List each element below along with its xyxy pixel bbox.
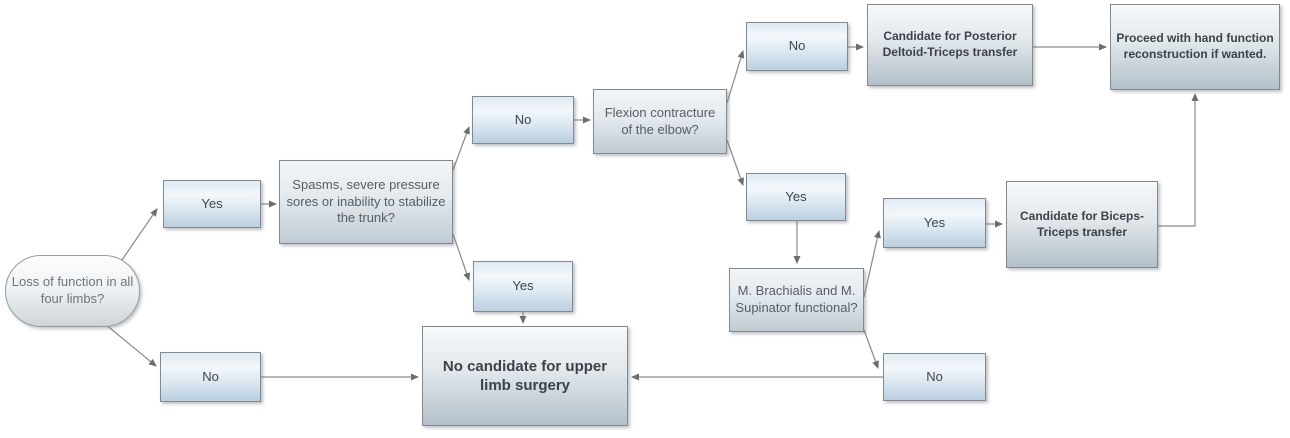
result-posterior-deltoid-triceps-transfer: Candidate for Posterior Deltoid-Triceps … — [867, 4, 1033, 86]
branch-yes-to-biceps-transfer: Yes — [883, 198, 986, 248]
start-node-loss-of-function: Loss of function in all four limbs? — [5, 255, 140, 327]
result-proceed-hand-reconstruction: Proceed with hand function reconstructio… — [1110, 4, 1280, 90]
branch-yes-to-no-candidate: Yes — [473, 261, 573, 312]
question-spasms-pressure-sores: Spasms, severe pressure sores or inabili… — [279, 160, 453, 244]
result-biceps-triceps-transfer: Candidate for Biceps-Triceps transfer — [1006, 181, 1158, 268]
question-flexion-contracture: Flexion contracture of the elbow? — [593, 89, 727, 154]
branch-yes-spasms: Yes — [163, 180, 261, 228]
branch-no-to-flexion: No — [472, 96, 574, 144]
branch-no-to-no-candidate-right: No — [883, 353, 986, 401]
branch-no-to-posterior-transfer: No — [746, 22, 848, 71]
question-brachialis-supinator-functional: M. Brachialis and M. Supinator functiona… — [729, 268, 864, 332]
branch-yes-to-brachialis: Yes — [746, 173, 846, 221]
branch-no-to-no-candidate: No — [160, 352, 261, 402]
result-no-candidate-upper-limb-surgery: No candidate for upper limb surgery — [422, 326, 628, 426]
